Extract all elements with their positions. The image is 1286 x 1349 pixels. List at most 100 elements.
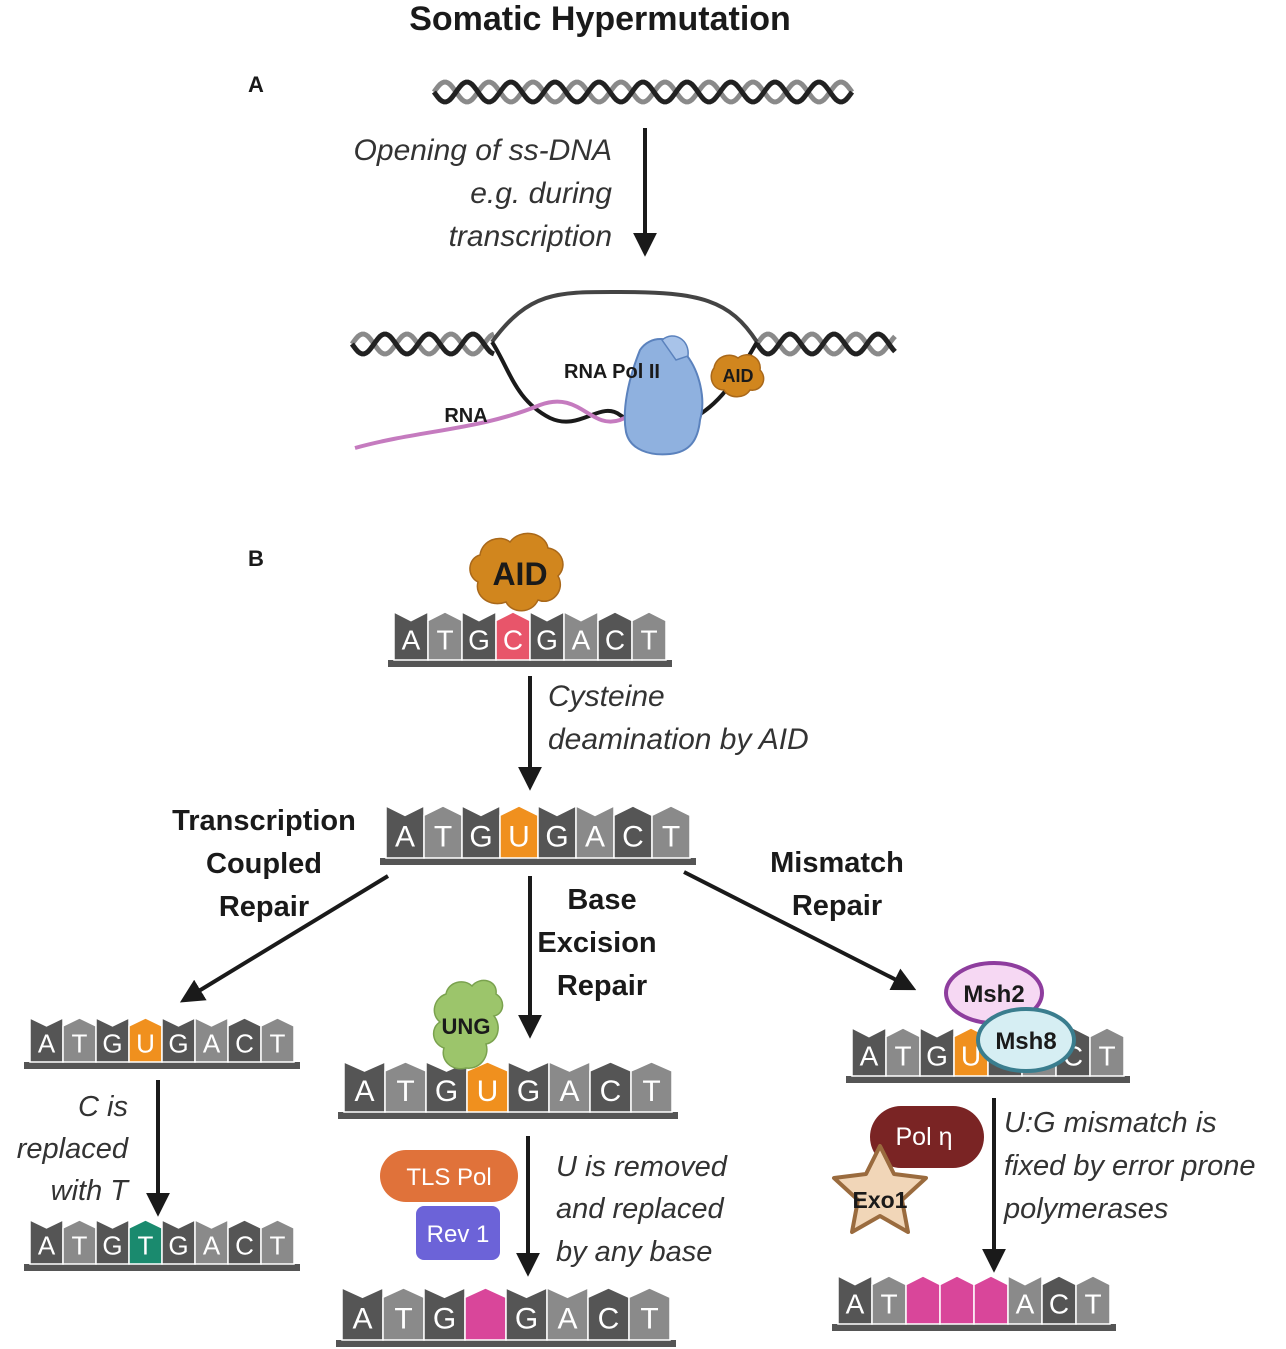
- nucleotide-g: [461, 610, 497, 661]
- base-letter: T: [394, 1303, 412, 1336]
- nucleotide-c: [589, 1061, 632, 1113]
- base-letter: A: [846, 1288, 865, 1319]
- nucleotide-g: [95, 1016, 130, 1063]
- nucleotide-a: [548, 1060, 591, 1113]
- nucleotide-u: [499, 805, 539, 859]
- nucleotide-t: [260, 1017, 295, 1063]
- mmr-caption-line-3: polymerases: [1003, 1193, 1168, 1225]
- base-letter: T: [894, 1040, 911, 1071]
- base-letter: T: [662, 821, 680, 854]
- base-letter: G: [168, 1028, 188, 1058]
- base-letter: A: [557, 1303, 577, 1336]
- aid-label-small: AID: [723, 366, 754, 386]
- ber-title-line-2: Excision: [537, 927, 656, 959]
- aid-enzyme-small: [710, 354, 765, 398]
- nucleotide-c: [613, 805, 653, 859]
- nucleotide-a: [29, 1218, 64, 1265]
- base-letter: T: [1084, 1288, 1101, 1319]
- panel-a-label: A: [248, 72, 264, 97]
- ber-title-line-3: Repair: [557, 970, 647, 1002]
- base-letter: U: [477, 1075, 499, 1108]
- nucleotide-a: [837, 1274, 873, 1325]
- dna-backbone: [388, 660, 672, 667]
- nucleotide-u: [128, 1017, 163, 1063]
- nucleotide-t: [651, 805, 691, 859]
- nucleotide-a: [1007, 1274, 1043, 1325]
- dna-backbone: [24, 1062, 300, 1069]
- dna-strand-top: [490, 289, 759, 344]
- base-letter: T: [640, 624, 657, 655]
- base-letter: A: [38, 1230, 56, 1260]
- nucleotide-g: [507, 1060, 550, 1113]
- nucleotide-c: [495, 611, 531, 661]
- base-letter: T: [396, 1075, 414, 1108]
- rna-pol-ii-shape: [623, 338, 704, 456]
- base-letter: T: [72, 1028, 88, 1058]
- base-letter: A: [354, 1075, 374, 1108]
- dna-backbone: [846, 1076, 1130, 1083]
- nucleotide-g: [537, 804, 577, 859]
- panel-a-caption-line-3: transcription: [449, 220, 612, 253]
- nucleotide-a: [575, 804, 615, 859]
- nucleotide-t: [871, 1275, 907, 1325]
- base-letter: T: [880, 1288, 897, 1319]
- nucleotide-any: [939, 1275, 975, 1325]
- base-letter: C: [235, 1230, 254, 1260]
- base-letter: A: [203, 1028, 221, 1058]
- ung-enzyme: UNG: [432, 979, 504, 1070]
- msh2-label: Msh2: [963, 981, 1024, 1008]
- tcr-caption-line-3: with T: [51, 1175, 131, 1207]
- panel-b-label: B: [248, 546, 264, 571]
- panel-a-caption-line-2: e.g. during: [470, 177, 612, 210]
- ber-title-line-1: Base: [567, 884, 636, 916]
- nucleotide-t: [260, 1219, 295, 1265]
- nucleotide-t: [423, 805, 463, 859]
- base-letter: T: [642, 1075, 660, 1108]
- nucleotide-g: [161, 1016, 196, 1063]
- msh8-protein: Msh8: [976, 1007, 1076, 1073]
- ber-caption-line-3: by any base: [556, 1236, 712, 1268]
- base-letter: A: [572, 624, 591, 655]
- dna-backbone: [832, 1324, 1116, 1331]
- ber-caption-line-2: and replaced: [556, 1193, 725, 1225]
- base-letter: G: [102, 1028, 122, 1058]
- dna-helix-left: [349, 331, 495, 357]
- nucleotide-a: [563, 610, 599, 661]
- nucleotide-a: [385, 804, 425, 859]
- base-letter: T: [270, 1230, 286, 1260]
- base-letter: G: [102, 1230, 122, 1260]
- dna-strand-template: [490, 340, 759, 424]
- exo1-label: Exo1: [853, 1187, 908, 1213]
- nucleotide-a: [194, 1218, 229, 1265]
- base-letter: T: [434, 821, 452, 854]
- nucleotide-c: [597, 611, 633, 661]
- mmr-title-line-2: Repair: [792, 890, 882, 922]
- ber-caption-line-1: U is removed: [556, 1151, 728, 1183]
- nucleotide-t: [885, 1027, 921, 1077]
- nucleotide-t: [62, 1017, 97, 1063]
- base-letter: G: [433, 1303, 456, 1336]
- nucleotide-a: [194, 1016, 229, 1063]
- tcr-arrow: [179, 874, 390, 1003]
- transcription-bubble: RNA RNA Pol II AID: [349, 289, 897, 456]
- tcr-title-line-2: Coupled: [206, 848, 322, 880]
- base-letter: T: [1098, 1040, 1115, 1071]
- nucleotide-c: [227, 1219, 262, 1265]
- nucleotide-t: [382, 1287, 425, 1341]
- base-letter: A: [395, 821, 415, 854]
- base-letter: A: [585, 821, 605, 854]
- base-letter: T: [72, 1230, 88, 1260]
- nucleotide-t: [128, 1219, 163, 1265]
- base-letter: C: [622, 821, 644, 854]
- nucleotide-t: [628, 1287, 671, 1341]
- panel-a-caption-line-1: Opening of ss-DNA: [354, 134, 612, 167]
- rev1-badge: Rev 1: [416, 1206, 500, 1260]
- base-letter: T: [640, 1303, 658, 1336]
- base-letter: C: [600, 1075, 622, 1108]
- nucleotide-a: [343, 1060, 386, 1113]
- base-letter: C: [605, 624, 625, 655]
